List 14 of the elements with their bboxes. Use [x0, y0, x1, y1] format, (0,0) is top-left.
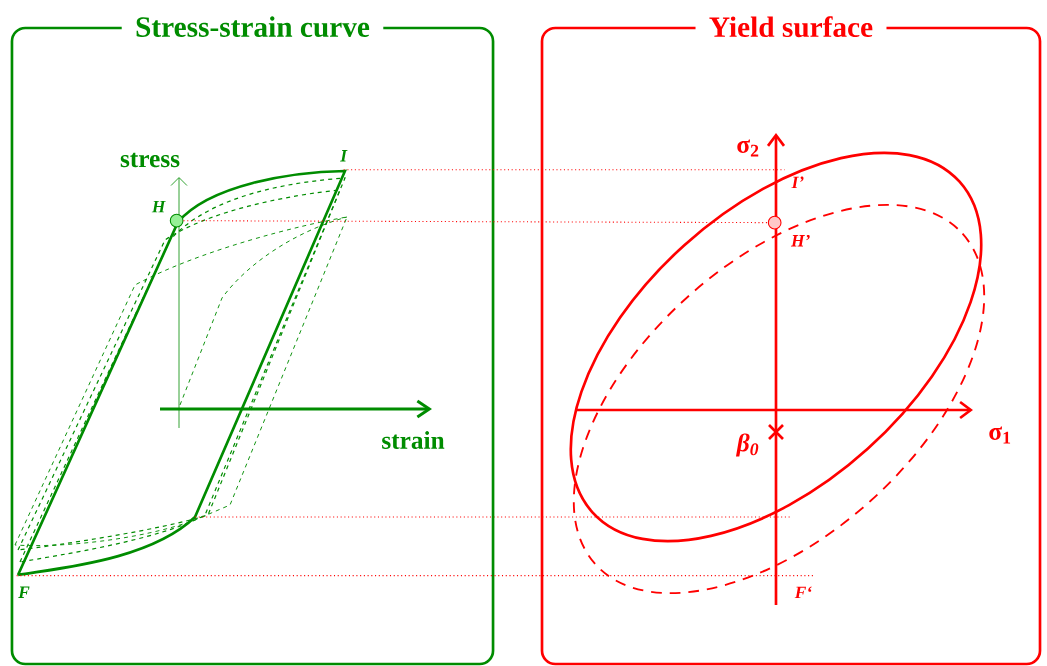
point-label: I’ [791, 176, 804, 189]
point-label: F [18, 586, 30, 598]
point-marker [169, 213, 184, 228]
axis-label: stress [120, 152, 180, 168]
axis-label: σ$_{1}$ [989, 426, 1011, 444]
axis-label: strain [382, 431, 445, 449]
point-label: F‘ [794, 586, 812, 599]
point-marker [767, 215, 782, 230]
point-label: I [340, 150, 348, 162]
axis-label: σ$_{2}$ [737, 139, 759, 157]
origin-label: β$_{0}$ [736, 433, 759, 457]
projection-line [343, 169, 786, 171]
point-label: H [151, 201, 166, 213]
point-label: H’ [790, 234, 810, 247]
